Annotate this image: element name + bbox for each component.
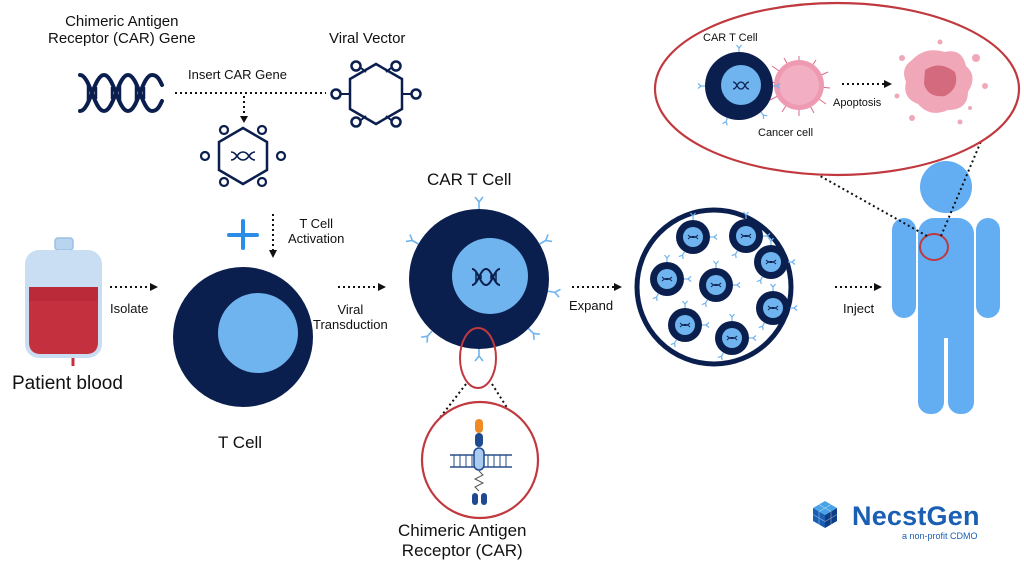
brand-tagline: a non-profit CDMO — [902, 531, 978, 541]
human-body-icon — [892, 161, 1000, 414]
inject-label: Inject — [843, 301, 875, 316]
brand-name: NecstGen — [852, 501, 980, 531]
apoptosis-label: Apoptosis — [833, 97, 882, 109]
inset-car-t-cell-label: CAR T Cell — [703, 32, 758, 44]
viral-vector-icon — [330, 60, 422, 128]
t-cell-icon — [173, 267, 313, 407]
car-t-cell-label: CAR T Cell — [427, 170, 512, 189]
receptor-highlight — [459, 327, 497, 389]
viral-vector-label: Viral Vector — [329, 30, 406, 47]
viral-transduction-label: Viral Transduction — [313, 302, 388, 332]
cancer-cell-label: Cancer cell — [758, 127, 814, 139]
car-t-cell-icon — [405, 196, 562, 362]
plus-icon — [227, 219, 259, 250]
apoptosis-inset — [653, 1, 1021, 177]
patient-blood-label: Patient blood — [12, 373, 123, 394]
insert-car-gene-label: Insert CAR Gene — [188, 67, 287, 82]
tumor-site-highlight — [919, 233, 949, 261]
car-gene-label: Chimeric Antigen Receptor (CAR) Gene — [48, 13, 196, 48]
expanded-cells-dish — [634, 207, 797, 367]
car-receptor-label: Chimeric Antigen Receptor (CAR) — [398, 521, 527, 560]
blood-bag-icon — [25, 237, 102, 366]
isolate-label: Isolate — [110, 301, 149, 316]
car-receptor-zoom — [420, 400, 540, 520]
logo-cube-icon — [812, 501, 838, 528]
loaded-vector-icon — [199, 124, 287, 188]
t-cell-activation-label: T Cell Activation — [288, 216, 345, 246]
expand-label: Expand — [569, 298, 614, 313]
t-cell-label: T Cell — [218, 433, 263, 452]
dna-icon — [78, 72, 164, 114]
